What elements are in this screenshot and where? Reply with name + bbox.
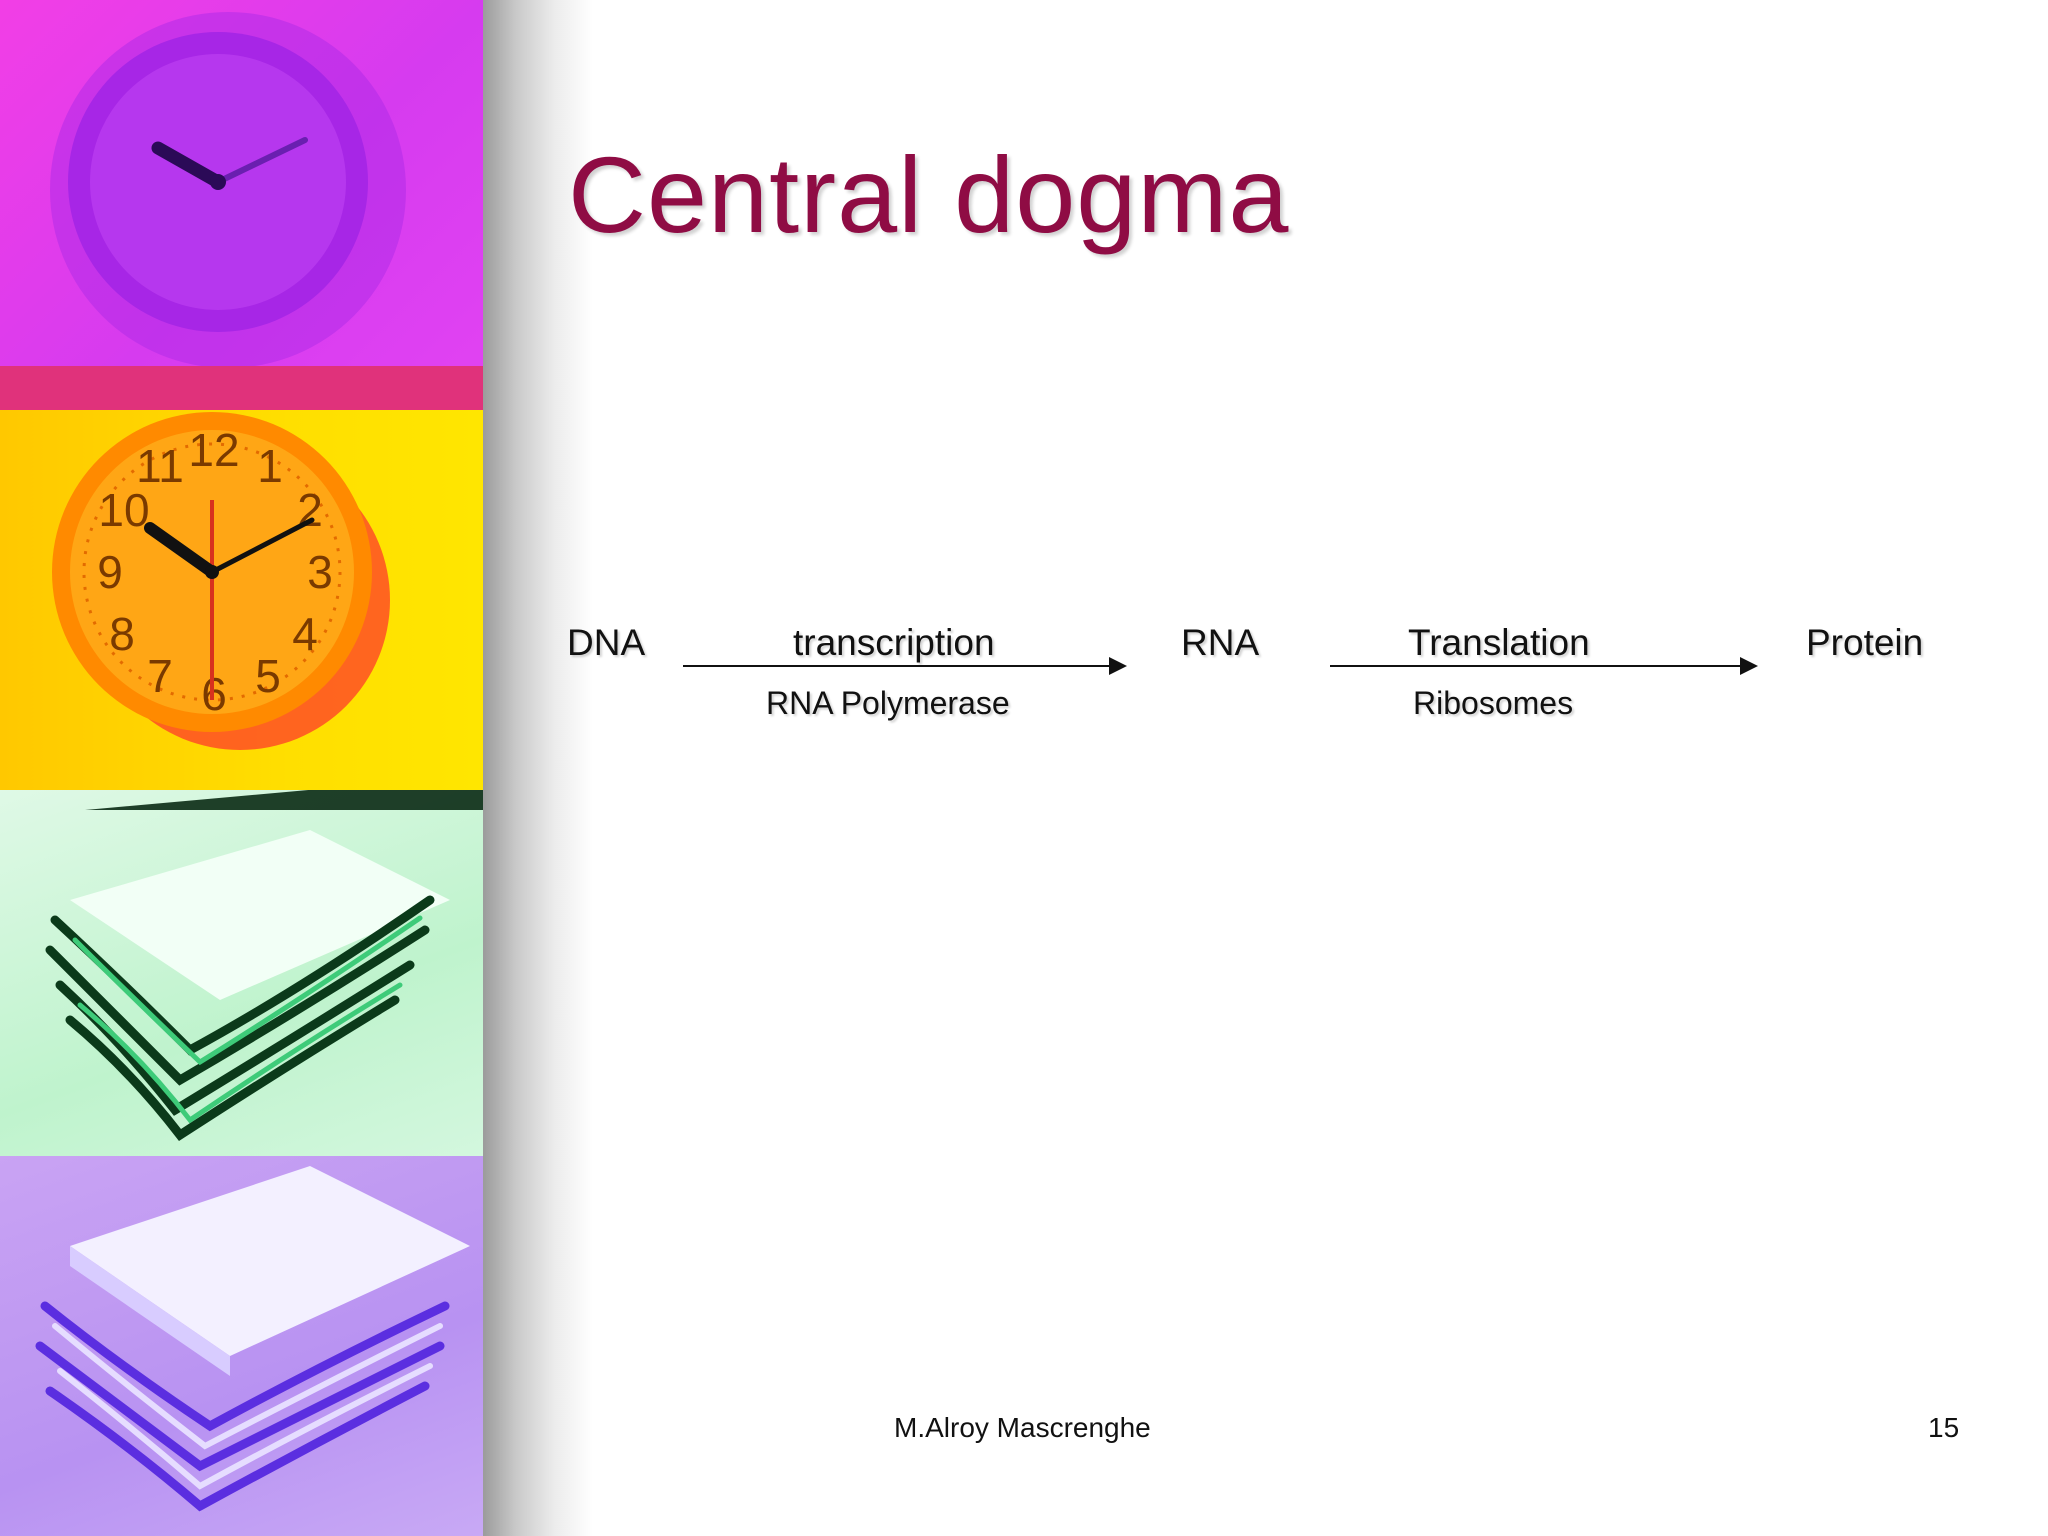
- svg-text:1: 1: [257, 440, 283, 492]
- translation-arrow: [1330, 657, 1758, 675]
- svg-text:7: 7: [147, 650, 173, 702]
- svg-text:8: 8: [109, 608, 135, 660]
- papers-stack-icon: [45, 790, 483, 1142]
- translation-label: Translation: [1408, 622, 1590, 663]
- strip-shadow: [483, 0, 593, 1536]
- green-papers-photo: [0, 790, 483, 1156]
- protein-label: Protein: [1806, 622, 1924, 663]
- transcription-arrow: [683, 657, 1127, 675]
- svg-text:11: 11: [136, 440, 184, 492]
- transcription-label: transcription: [793, 622, 995, 663]
- ribosomes-label: Ribosomes: [1413, 685, 1574, 721]
- magenta-clock-icon: [50, 12, 406, 368]
- svg-text:12: 12: [188, 424, 239, 476]
- dna-label: DNA: [567, 622, 646, 663]
- purple-papers-photo: [0, 1156, 483, 1536]
- rna-polymerase-label: RNA Polymerase: [766, 685, 1010, 721]
- orange-clock-icon: 12 1 2 3 4 5 6 7 8 9 10 11: [52, 412, 390, 750]
- svg-text:9: 9: [97, 546, 123, 598]
- slide-title: Central dogma: [568, 134, 1290, 255]
- page-number: 15: [1928, 1412, 1960, 1443]
- footer-author: M.Alroy Mascrenghe: [894, 1412, 1151, 1443]
- svg-text:10: 10: [98, 484, 149, 536]
- papers-stack-icon: [35, 1166, 470, 1512]
- svg-text:4: 4: [292, 608, 318, 660]
- yellow-clock-photo: 12 1 2 3 4 5 6 7 8 9 10 11: [0, 410, 483, 790]
- svg-text:3: 3: [307, 546, 333, 598]
- rna-label: RNA: [1181, 622, 1260, 663]
- svg-text:5: 5: [255, 650, 281, 702]
- decorative-photo-strip: 12 1 2 3 4 5 6 7 8 9 10 11: [0, 0, 483, 1536]
- magenta-clock-photo: [0, 0, 483, 410]
